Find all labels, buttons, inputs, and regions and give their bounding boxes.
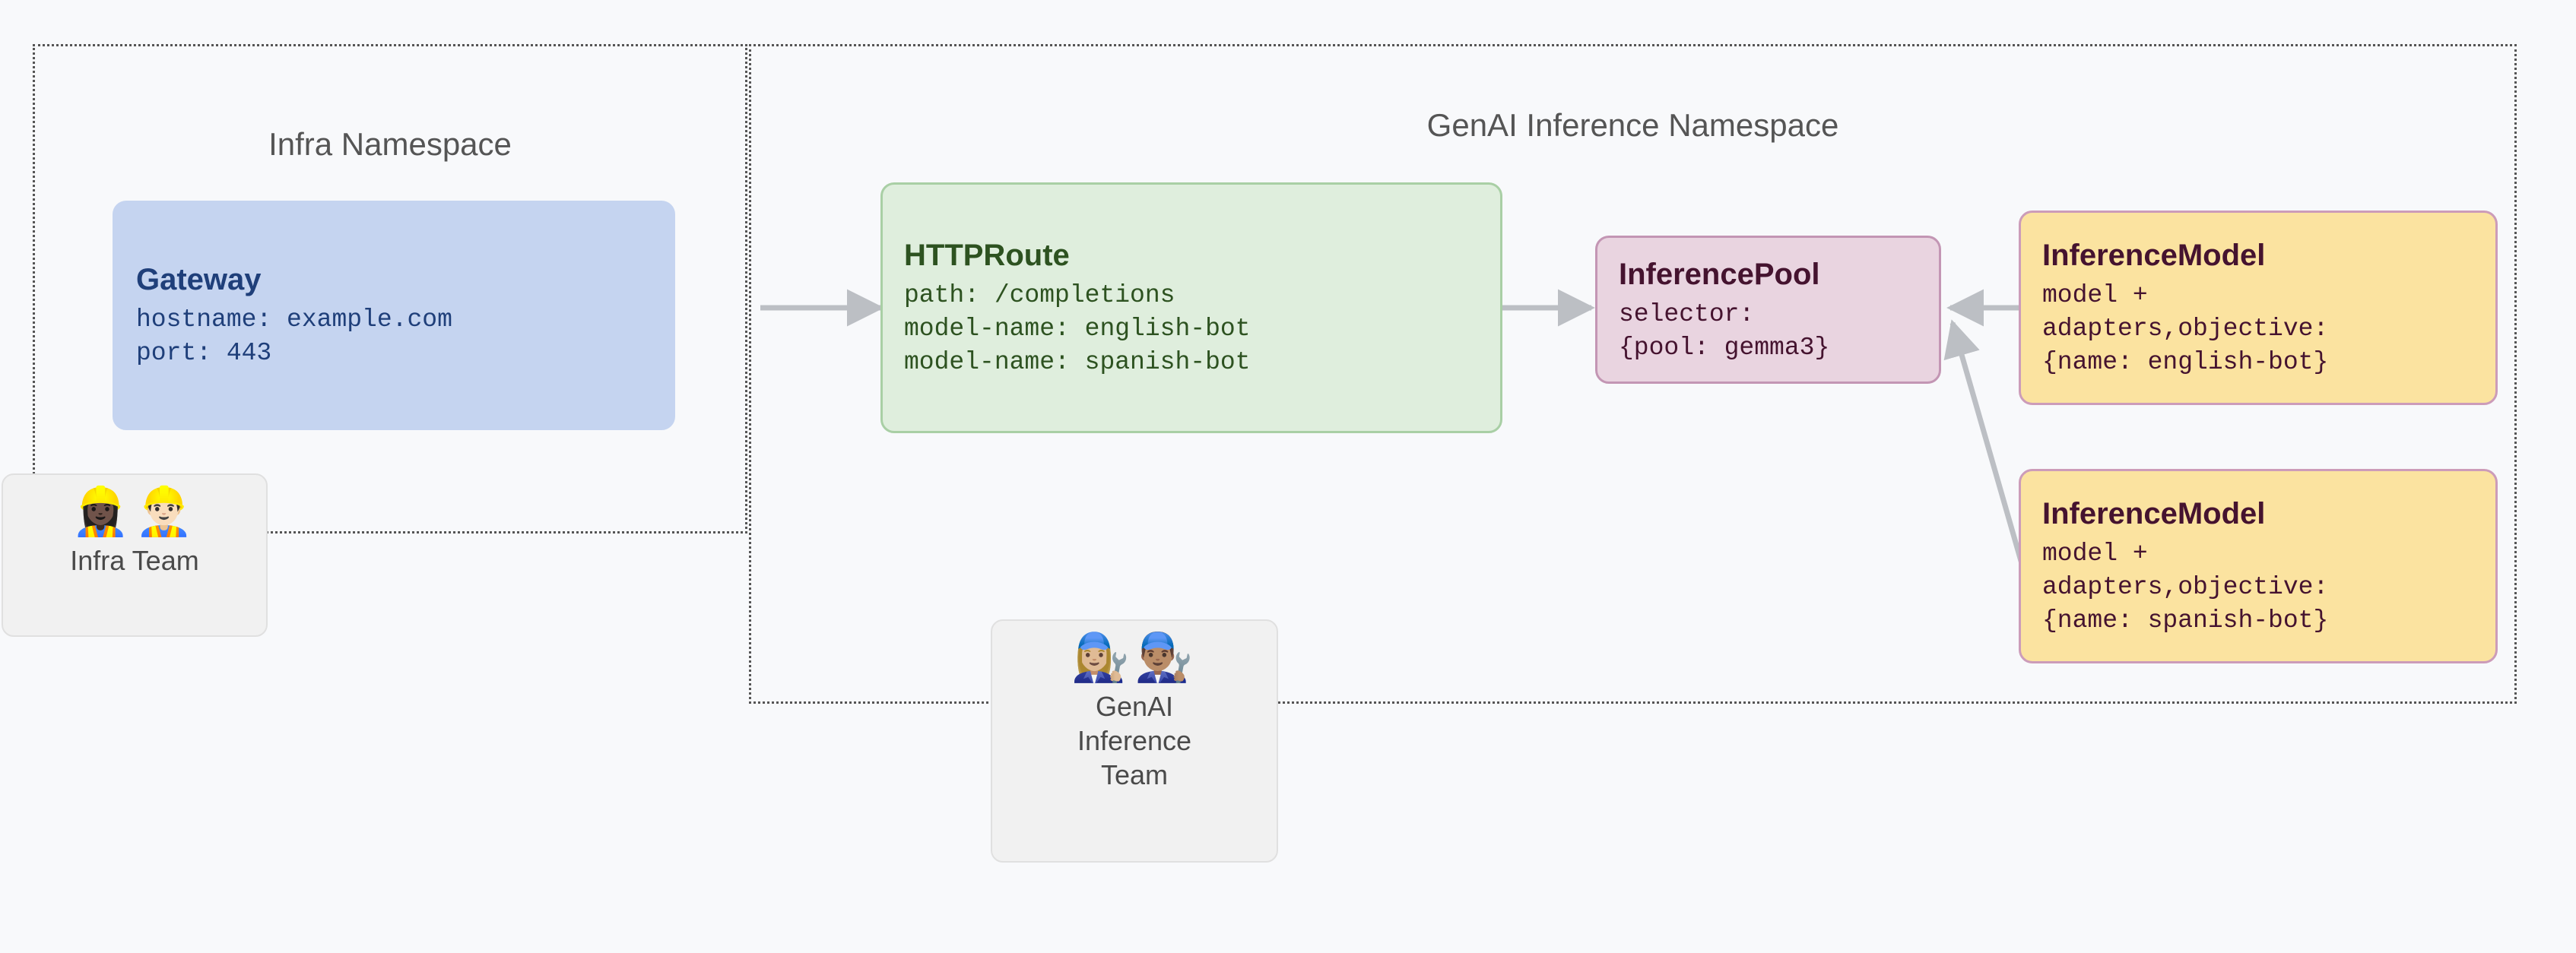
namespace-genai-title: GenAI Inference Namespace: [1426, 107, 1839, 143]
gateway-spec-line: port: 443: [136, 339, 272, 368]
resource-inferencemodel-spanish[interactable]: InferenceModel model + adapters,objectiv…: [2019, 469, 2498, 663]
inferencemodel-english-spec-line: {name: english-bot}: [2042, 348, 2329, 377]
resource-gateway[interactable]: Gateway hostname: example.com port: 443: [113, 201, 675, 430]
namespace-infra: Infra Namespace: [33, 44, 747, 533]
genai-team-avatars-icon: 👩🏼‍🔧👨🏽‍🔧: [1071, 632, 1198, 684]
inferencepool-spec-line: selector:: [1619, 299, 1755, 328]
httproute-spec-line: path: /completions: [904, 281, 1175, 310]
inferencepool-kind-label: InferencePool: [1619, 257, 1820, 291]
inferencemodel-spanish-spec-line: model +: [2042, 540, 2148, 568]
infra-team-avatars-icon: 👷🏿‍♀️👷🏻‍♂️: [71, 486, 198, 538]
team-card-infra[interactable]: 👷🏿‍♀️👷🏻‍♂️ Infra Team: [2, 473, 268, 637]
httproute-spec-line: model-name: spanish-bot: [904, 348, 1251, 377]
resource-inferencepool[interactable]: InferencePool selector: {pool: gemma3}: [1595, 236, 1941, 384]
gateway-kind-label: Gateway: [136, 263, 262, 297]
inferencemodel-spanish-spec-line: adapters,objective:: [2042, 573, 2329, 602]
inferencemodel-spanish-spec-line: {name: spanish-bot}: [2042, 606, 2329, 635]
inferencemodel-spanish-kind-label: InferenceModel: [2042, 497, 2266, 531]
resource-inferencemodel-english[interactable]: InferenceModel model + adapters,objectiv…: [2019, 211, 2498, 405]
inferencepool-spec-line: {pool: gemma3}: [1619, 333, 1830, 362]
httproute-spec-line: model-name: english-bot: [904, 315, 1251, 344]
resource-httproute[interactable]: HTTPRoute path: /completions model-name:…: [880, 182, 1502, 433]
infra-team-label: Infra Team: [70, 545, 199, 576]
inferencemodel-english-spec-line: adapters,objective:: [2042, 315, 2329, 344]
inferencemodel-english-kind-label: InferenceModel: [2042, 239, 2266, 273]
httproute-kind-label: HTTPRoute: [904, 239, 1070, 273]
team-card-genai[interactable]: 👩🏼‍🔧👨🏽‍🔧 GenAI Inference Team: [991, 619, 1278, 863]
genai-team-label: GenAI Inference Team: [1077, 691, 1192, 790]
gateway-spec-line: hostname: example.com: [136, 306, 452, 334]
inferencemodel-english-spec-line: model +: [2042, 281, 2148, 310]
namespace-genai: GenAI Inference Namespace: [749, 44, 2517, 704]
namespace-infra-title: Infra Namespace: [268, 126, 512, 162]
